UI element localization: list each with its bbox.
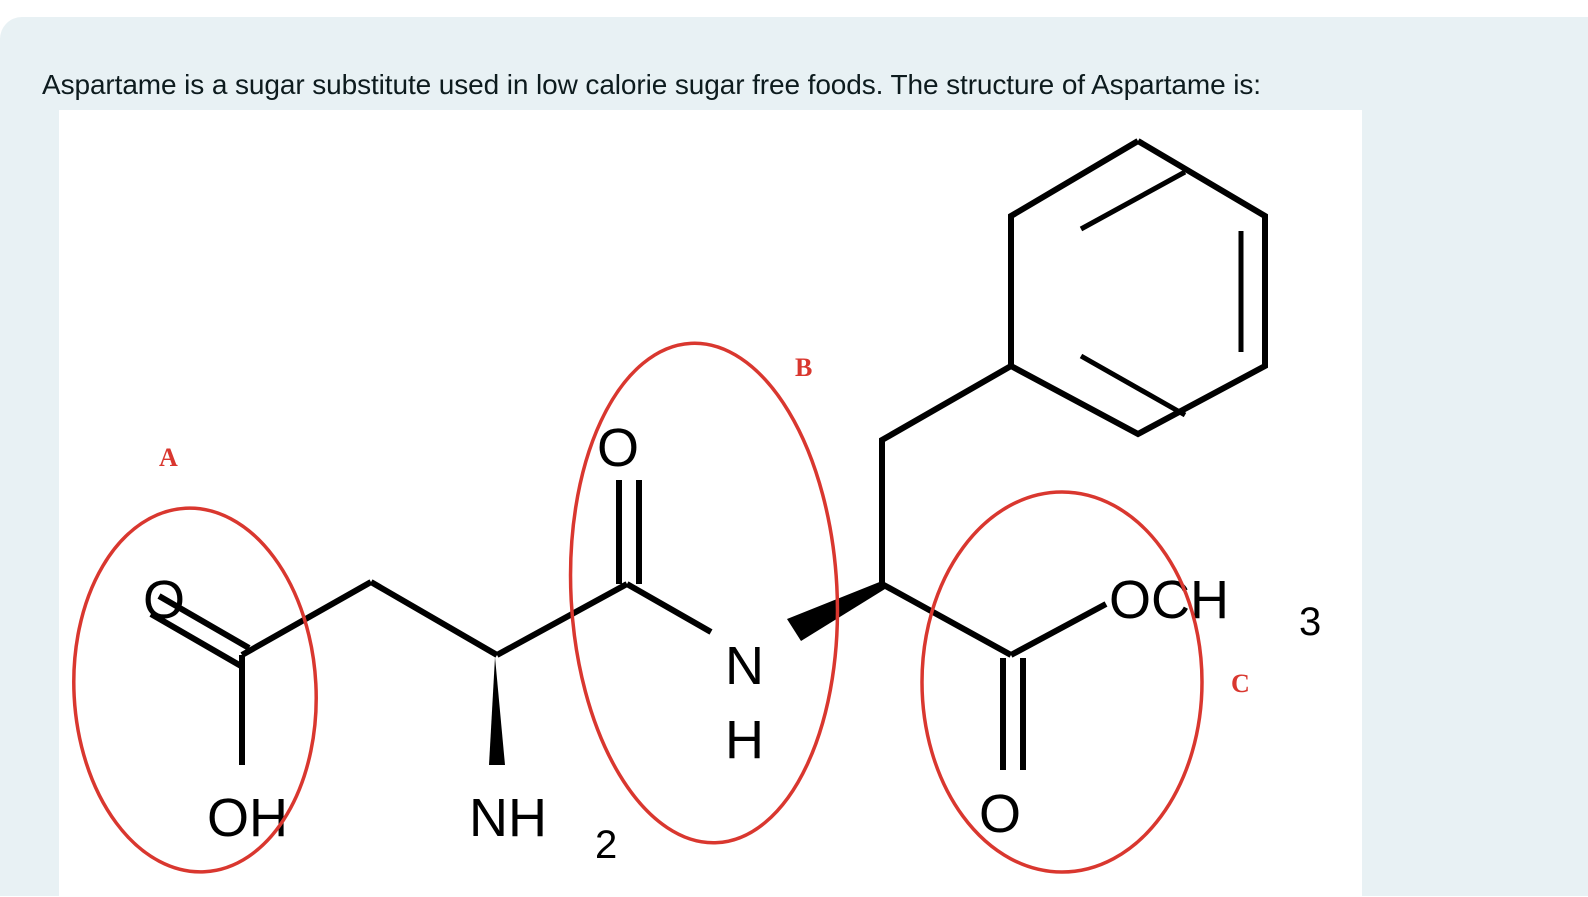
region-c-ellipse (920, 490, 1204, 874)
amide-hydrogen: H (725, 710, 764, 770)
region-c-label: C (1231, 669, 1250, 698)
wedge-bond-nh2 (489, 657, 505, 765)
ester-methoxy-subscript: 3 (1299, 600, 1321, 644)
region-b-label: B (795, 353, 812, 382)
amine-group: NH (469, 788, 547, 848)
region-b-ellipse (568, 341, 840, 845)
highlights (72, 341, 1204, 874)
ester-carbonyl-oxygen: O (979, 784, 1021, 844)
amide-carbonyl-oxygen: O (597, 418, 639, 478)
acid-carbonyl-oxygen: O (143, 570, 185, 630)
aspartame-structure-figure: O OH NH 2 O N H OCH 3 O A B C (59, 110, 1362, 897)
question-card: Aspartame is a sugar substitute used in … (0, 17, 1588, 897)
amine-subscript: 2 (595, 823, 617, 867)
benzene-ring (1008, 138, 1268, 438)
amide-nitrogen: N (725, 636, 764, 696)
bonds (149, 138, 1268, 770)
ester-methoxy: OCH (1109, 570, 1229, 630)
acid-hydroxyl: OH (207, 788, 288, 848)
structure-diagram: O OH NH 2 O N H OCH 3 O A B C (72, 138, 1321, 874)
region-a-label: A (159, 443, 178, 472)
region-a-ellipse (72, 506, 318, 874)
question-text: Aspartame is a sugar substitute used in … (42, 69, 1261, 100)
